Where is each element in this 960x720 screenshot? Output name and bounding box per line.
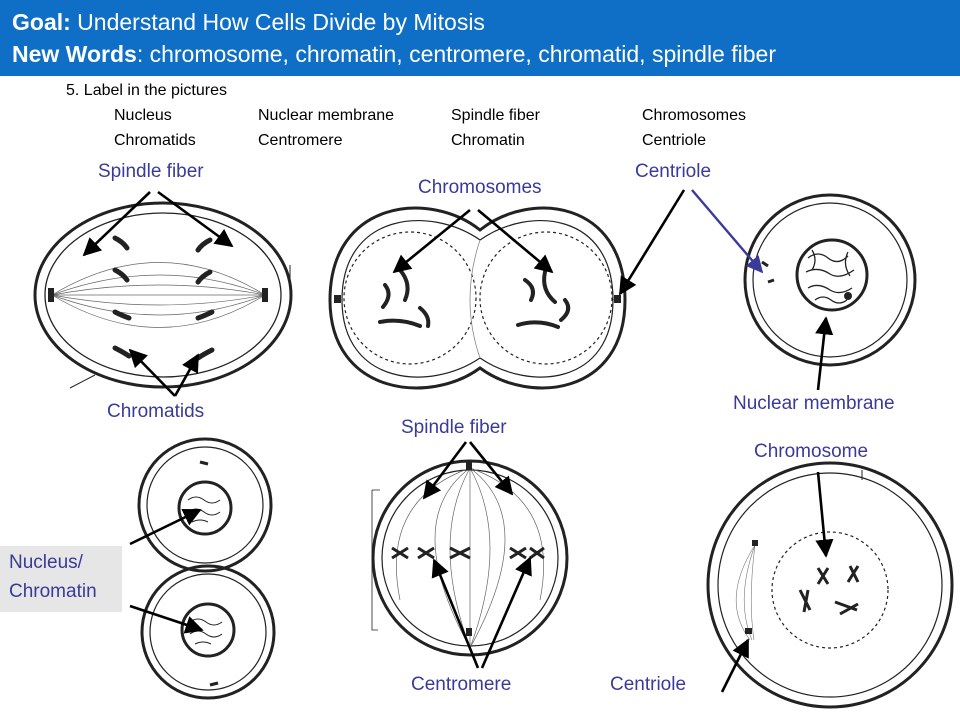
metaphase-cell — [371, 459, 569, 657]
arrow-centromere-right — [480, 556, 532, 669]
label-spindle-fiber-bottom: Spindle fiber — [401, 417, 507, 438]
arrow-centriole-right — [691, 189, 764, 274]
arrow-nuclear-membrane — [815, 316, 834, 391]
arrow-centromere-left — [431, 558, 480, 669]
arrow-spindle-bottom-right — [468, 441, 514, 496]
arrow-spindle-bottom-left — [422, 441, 468, 500]
label-chromosomes: Chromosomes — [418, 177, 542, 198]
new-words-label: New Words — [12, 41, 137, 67]
arrow-chromosome — [815, 471, 834, 558]
interphase-cell-2 — [140, 564, 276, 700]
prometaphase-cell — [706, 461, 954, 709]
new-words-line: New Words: chromosome, chromatin, centro… — [12, 40, 776, 68]
arrow-chromosomes-right — [477, 209, 554, 274]
prophase-cell — [743, 193, 917, 367]
arrow-nucleus-lower — [129, 604, 204, 634]
new-words-text: : chromosome, chromatin, centromere, chr… — [136, 41, 776, 67]
goal-line: Goal: Understand How Cells Divide by Mit… — [12, 8, 485, 36]
word-bank-item: Chromatids — [114, 132, 196, 149]
arrow-spindle-top-left — [82, 191, 151, 257]
label-nucleus-line1: Nucleus/ — [9, 552, 83, 573]
arrow-centriole-bottom — [720, 638, 750, 693]
instruction: 5. Label in the pictures — [66, 82, 227, 99]
header-banner: Goal: Understand How Cells Divide by Mit… — [0, 0, 960, 76]
label-spindle-fiber-top: Spindle fiber — [98, 161, 204, 182]
word-bank-item: Spindle fiber — [451, 107, 540, 124]
label-chromatids: Chromatids — [107, 401, 205, 422]
arrow-chromatids-right — [173, 353, 200, 397]
label-nuclear-membrane: Nuclear membrane — [733, 393, 895, 414]
anaphase-cell — [33, 201, 293, 389]
word-bank-item: Nuclear membrane — [258, 107, 395, 124]
arrow-centriole-left — [618, 189, 686, 296]
goal-label: Goal: — [12, 9, 71, 35]
goal-text: Understand How Cells Divide by Mitosis — [70, 9, 485, 35]
label-arrows — [82, 189, 834, 693]
arrow-spindle-top-right — [157, 190, 234, 248]
arrow-nucleus-upper — [129, 508, 202, 546]
word-bank-item: Nucleus — [114, 107, 172, 124]
label-centriole-top: Centriole — [635, 161, 712, 182]
nucleus-label-box — [0, 546, 122, 612]
word-bank-item: Centromere — [258, 132, 343, 149]
arrow-chromosomes-left — [392, 208, 471, 274]
interphase-cell-1 — [137, 437, 273, 573]
word-bank-item: Chromosomes — [642, 107, 747, 124]
label-centriole-bottom: Centriole — [610, 674, 687, 695]
arrow-chromatids-left — [128, 348, 176, 397]
label-centromere: Centromere — [411, 674, 512, 695]
word-bank-item: Chromatin — [451, 132, 525, 149]
word-bank-item: Centriole — [642, 132, 707, 149]
telophase-cell — [328, 206, 627, 390]
label-chromosome: Chromosome — [754, 441, 869, 462]
label-nucleus-line2: Chromatin — [9, 581, 97, 602]
